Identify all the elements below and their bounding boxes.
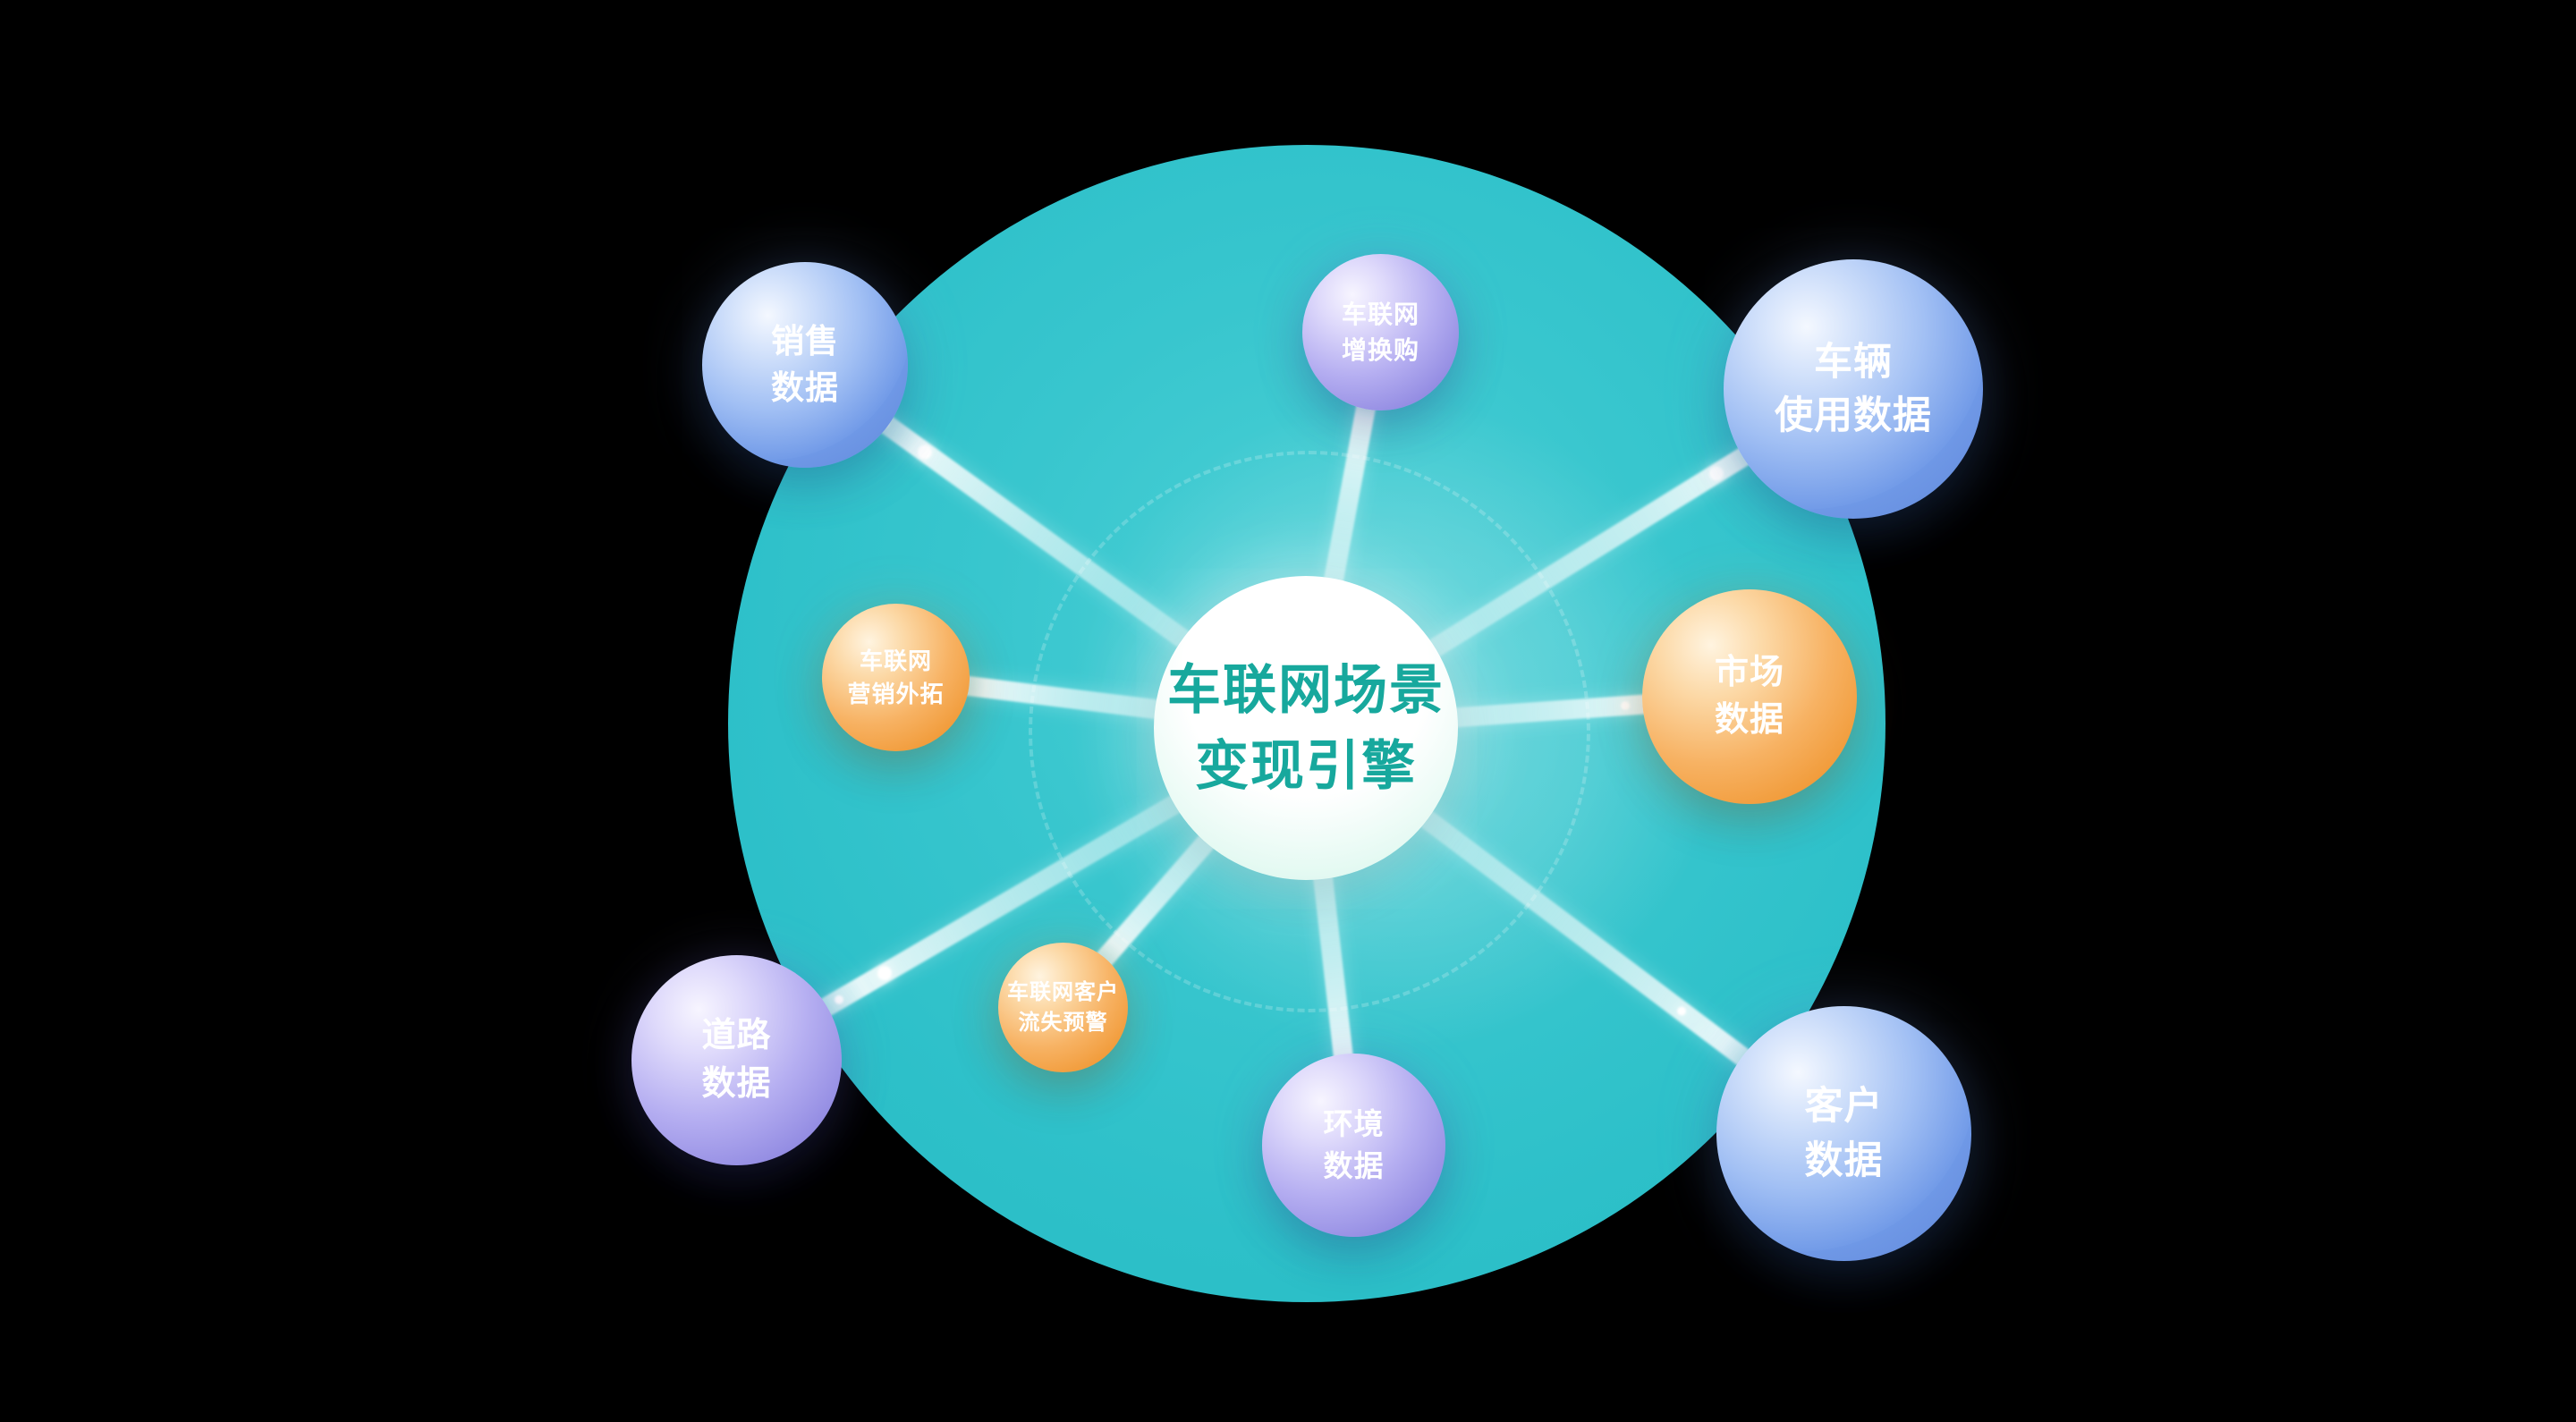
node-iov-trade-in: 车联网 增换购 xyxy=(1302,254,1459,411)
node-label-line2: 数据 xyxy=(1323,1148,1385,1182)
node-label-line1: 销售 xyxy=(771,323,839,360)
node-vehicle-usage-data: 车辆 使用数据 xyxy=(1724,259,1983,519)
node-label: 客户 数据 xyxy=(1805,1079,1884,1187)
node-sales-data: 销售 数据 xyxy=(702,262,908,468)
ray-dot xyxy=(914,442,936,462)
node-label-line2: 数据 xyxy=(701,1064,772,1103)
hub-center-label: 车联网场景 变现引擎 xyxy=(1167,652,1445,804)
node-label: 市场 数据 xyxy=(1715,649,1784,744)
node-label-line1: 客户 xyxy=(1804,1085,1884,1129)
ray-dot xyxy=(874,963,894,984)
node-market-data: 市场 数据 xyxy=(1642,589,1857,804)
node-label-line1: 车联网 xyxy=(859,648,932,675)
hub-center: 车联网场景 变现引擎 xyxy=(1154,576,1458,880)
node-label-line2: 营销外拓 xyxy=(847,680,945,707)
hub-center-line1: 车联网场景 xyxy=(1167,659,1445,720)
node-label: 车联网 营销外拓 xyxy=(847,645,944,710)
node-label-line1: 市场 xyxy=(1714,653,1784,691)
node-label-line2: 流失预警 xyxy=(1018,1010,1108,1035)
node-label-line1: 道路 xyxy=(701,1017,772,1055)
node-label: 车联网客户 流失预警 xyxy=(1007,978,1119,1037)
ray-dot xyxy=(1706,463,1726,484)
node-label: 环境 数据 xyxy=(1324,1104,1385,1186)
node-label-line1: 车辆 xyxy=(1814,340,1893,384)
node-label-line1: 环境 xyxy=(1323,1107,1385,1141)
node-road-data: 道路 数据 xyxy=(631,955,842,1165)
node-label-line2: 数据 xyxy=(1714,701,1784,739)
hub-center-line2: 变现引擎 xyxy=(1195,736,1417,796)
node-label-line2: 增换购 xyxy=(1341,335,1419,364)
node-label-line2: 使用数据 xyxy=(1775,394,1932,437)
node-label-line1: 车联网 xyxy=(1341,300,1419,329)
ray-dot xyxy=(1675,1004,1689,1018)
node-label: 道路 数据 xyxy=(701,1012,771,1107)
ray-dot xyxy=(1620,700,1631,711)
node-iov-marketing-expansion: 车联网 营销外拓 xyxy=(822,604,970,751)
node-iov-churn-warning: 车联网客户 流失预警 xyxy=(998,943,1128,1072)
node-customer-data: 客户 数据 xyxy=(1716,1006,1971,1261)
node-label-line2: 数据 xyxy=(771,369,839,406)
ray-dot xyxy=(832,994,845,1006)
hub-dashed-ring xyxy=(1029,451,1590,1012)
node-label: 车辆 使用数据 xyxy=(1775,335,1932,443)
node-environment-data: 环境 数据 xyxy=(1262,1054,1445,1237)
node-label: 车联网 增换购 xyxy=(1342,297,1419,367)
node-label-line1: 车联网客户 xyxy=(1007,979,1119,1004)
node-label-line2: 数据 xyxy=(1804,1138,1884,1182)
node-label: 销售 数据 xyxy=(771,318,839,411)
